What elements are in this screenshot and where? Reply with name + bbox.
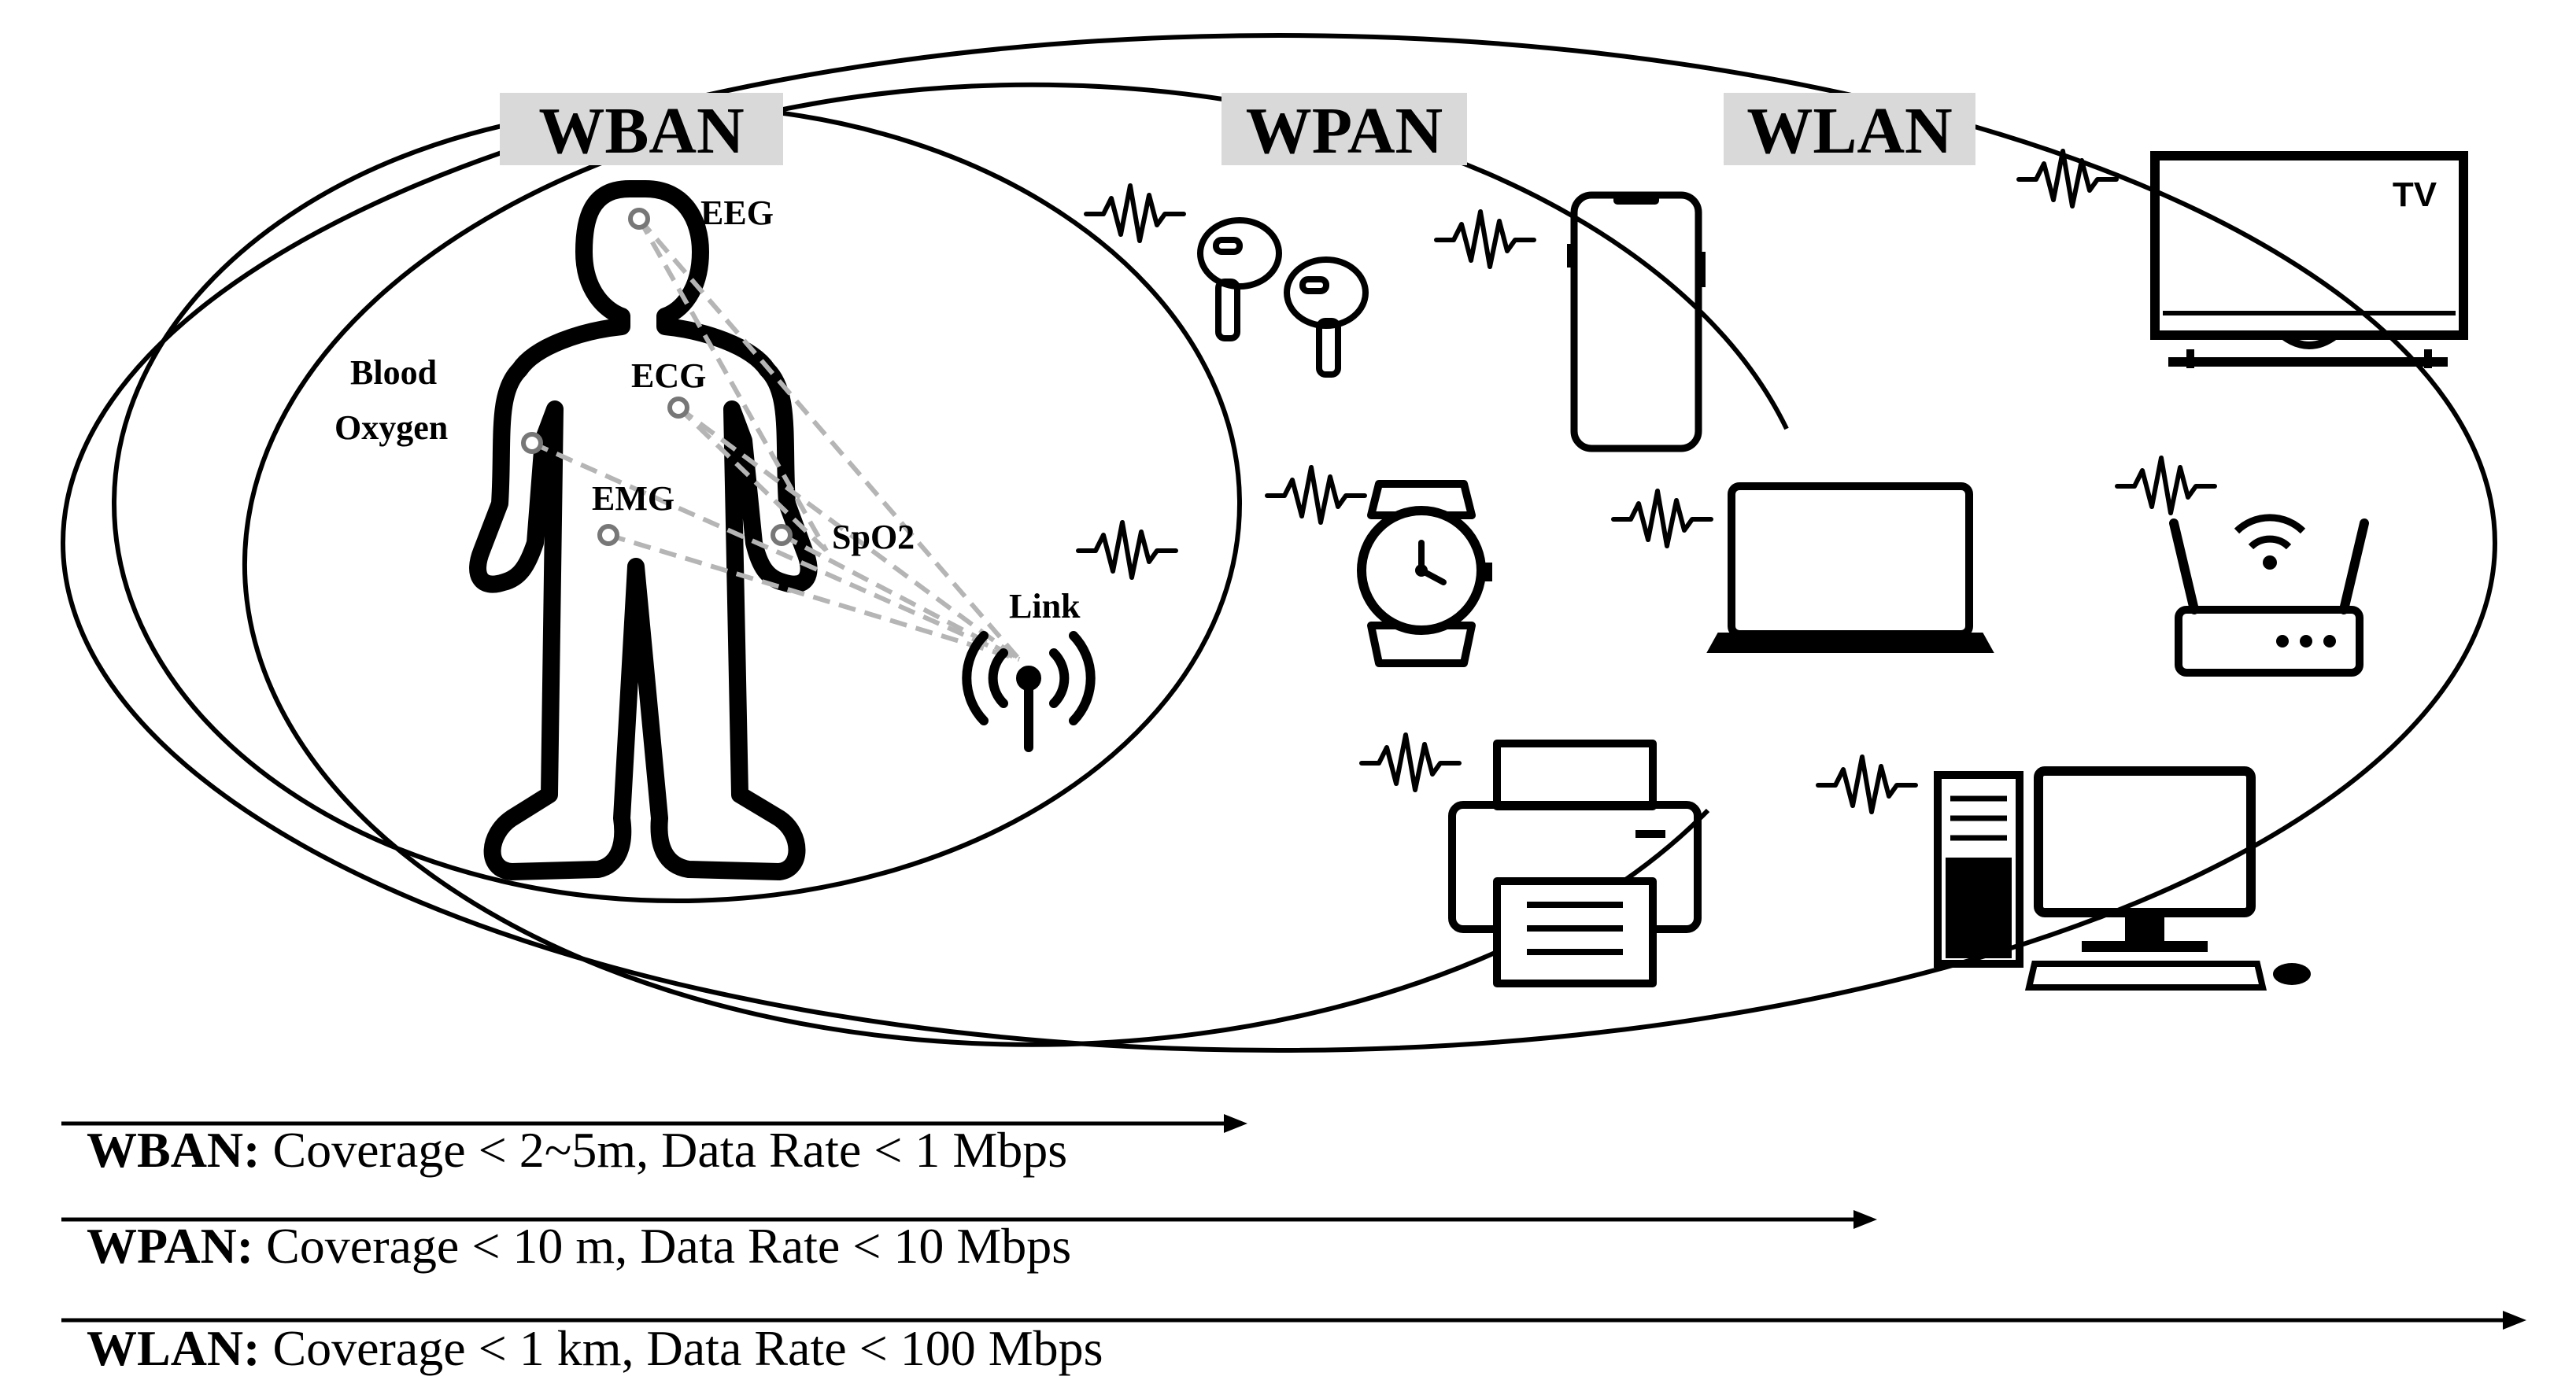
blood-oxygen-label-line1: Blood (350, 353, 437, 392)
wireless-signal-icon (2117, 458, 2215, 513)
eeg-sensor (628, 208, 650, 230)
emg-sensor (597, 524, 619, 546)
legend-wban-description: Coverage < 2~5m, Data Rate < 1 Mbps (260, 1122, 1068, 1178)
legend-wpan-description: Coverage < 10 m, Data Rate < 10 Mbps (253, 1218, 1072, 1274)
router-icon (2169, 514, 2369, 677)
wireless-signal-icon (1818, 757, 1916, 812)
legend-wpan: WPAN: Coverage < 10 m, Data Rate < 10 Mb… (87, 1221, 1071, 1271)
blood-oxygen-sensor (521, 432, 543, 454)
eeg-label: EEG (700, 194, 774, 232)
blood-oxygen-label-line2: Oxygen (334, 408, 448, 447)
wpan-label-text: WPAN (1246, 94, 1443, 168)
legend-wpan-name: WPAN (87, 1218, 237, 1274)
legend-wban-separator: : (243, 1122, 261, 1178)
wlan-label-text: WLAN (1746, 94, 1952, 168)
legend-wlan-name: WLAN (87, 1320, 244, 1376)
smartwatch-icon (1357, 480, 1492, 667)
wireless-signal-icons (1078, 151, 2215, 812)
spo2-sensor (771, 524, 793, 546)
earbuds-icon (1197, 217, 1369, 378)
tv-icon: TV (2150, 151, 2468, 368)
legend-wban: WBAN: Coverage < 2~5m, Data Rate < 1 Mbp… (87, 1125, 1067, 1175)
antenna-icon (962, 631, 1096, 752)
legend-wlan-description: Coverage < 1 km, Data Rate < 100 Mbps (260, 1320, 1103, 1376)
wlan-coverage-ellipse (61, 33, 2497, 1053)
sensor-links (530, 217, 1022, 662)
wireless-signal-icon (2019, 151, 2116, 206)
legend-arrows (61, 1114, 2526, 1330)
printer-icon (1448, 740, 1702, 987)
wireless-signal-icon (1436, 212, 1534, 267)
emg-label: EMG (592, 479, 674, 518)
legend-wlan-separator: : (243, 1320, 261, 1376)
wban-label-text: WBAN (538, 94, 744, 168)
desktop-computer-icon (1934, 766, 2311, 991)
wban-coverage-ellipse (112, 104, 1242, 903)
link-label: Link (1009, 587, 1081, 625)
laptop-icon (1706, 482, 1994, 653)
wireless-signal-icon (1613, 491, 1711, 546)
spo2-label: SpO2 (832, 518, 915, 556)
wireless-signal-icon (1086, 186, 1184, 241)
tv-label: TV (2393, 175, 2437, 214)
ecg-sensor (667, 397, 689, 419)
legend-wlan: WLAN: Coverage < 1 km, Data Rate < 100 M… (87, 1323, 1103, 1374)
human-body-icon (469, 180, 818, 880)
legend-wban-name: WBAN (87, 1122, 244, 1178)
wireless-signal-icon (1362, 735, 1459, 790)
legend-wpan-separator: : (236, 1218, 254, 1274)
wireless-signal-icon (1267, 467, 1365, 522)
wireless-signal-icon (1078, 522, 1176, 577)
smartphone-icon (1567, 191, 1706, 452)
wpan-label: WPAN (1221, 93, 1467, 168)
ecg-label: ECG (631, 356, 706, 395)
wlan-label: WLAN (1724, 93, 1975, 168)
sensor-points (521, 208, 793, 546)
wban-label: WBAN (500, 93, 783, 168)
